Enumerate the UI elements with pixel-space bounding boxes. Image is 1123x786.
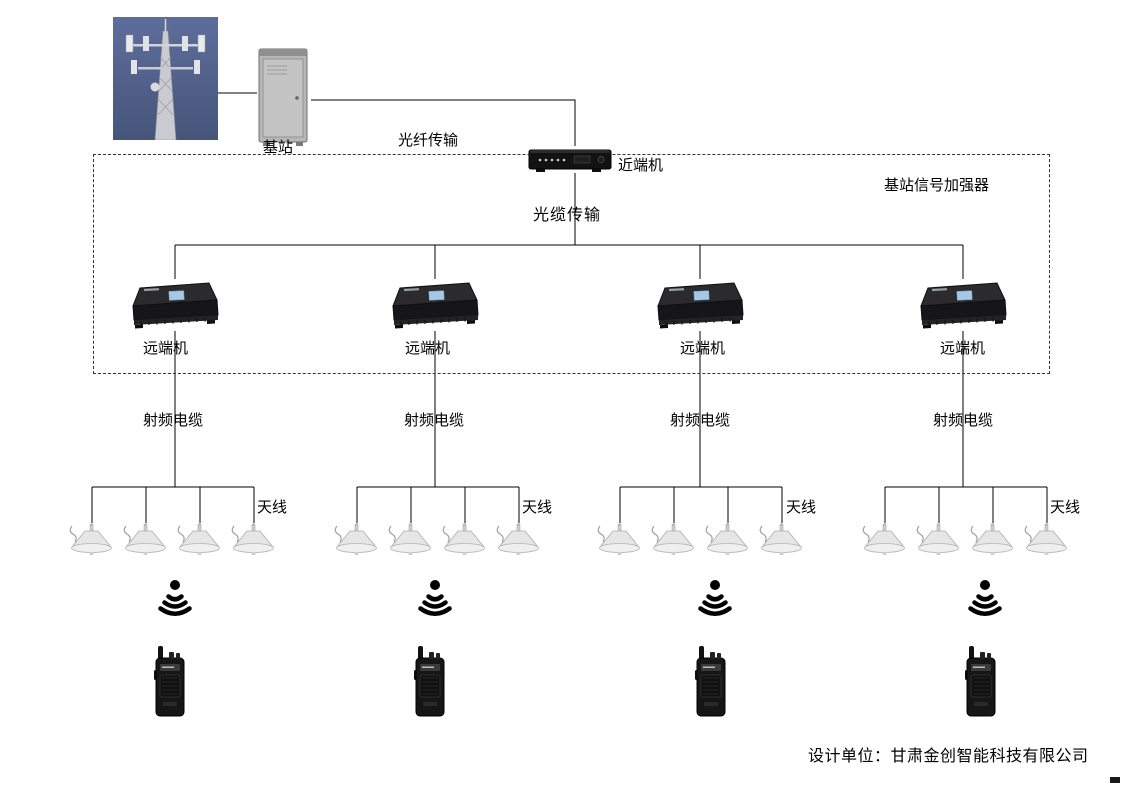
near-end-unit-device bbox=[528, 149, 612, 172]
equipment-cabinet bbox=[258, 48, 308, 146]
ceiling-antenna-icon bbox=[442, 523, 485, 555]
walkie-talkie-icon bbox=[695, 646, 726, 717]
rf-cable-label: 射频电缆 bbox=[670, 413, 731, 429]
designer-footer: 设计单位：甘肃金创智能科技有限公司 bbox=[808, 748, 1089, 765]
ceiling-antenna-icon bbox=[231, 523, 274, 555]
remote-unit-label: 远端机 bbox=[143, 341, 189, 357]
ceiling-antenna-icon bbox=[496, 523, 539, 555]
ceiling-antenna-icon bbox=[862, 523, 905, 555]
walkie-talkie-icon bbox=[154, 646, 185, 717]
rf-cable-label: 射频电缆 bbox=[143, 413, 204, 429]
ceiling-antenna-icon bbox=[705, 523, 748, 555]
remote-unit-label: 远端机 bbox=[680, 341, 726, 357]
booster-box-label: 基站信号加强器 bbox=[884, 178, 990, 194]
fiber-transmission-label: 光纤传输 bbox=[398, 133, 459, 149]
rf-cable-label: 射频电缆 bbox=[933, 413, 994, 429]
signal-waves-icon bbox=[158, 580, 192, 616]
remote-unit-label: 远端机 bbox=[405, 341, 451, 357]
ceiling-antenna-icon bbox=[916, 523, 959, 555]
ceiling-antenna-icon bbox=[69, 523, 112, 555]
antenna-label: 天线 bbox=[257, 500, 288, 516]
remote-unit-device bbox=[132, 282, 219, 329]
antenna-label: 天线 bbox=[1050, 500, 1081, 516]
optical-cable-label: 光缆传输 bbox=[533, 207, 602, 224]
ceiling-antenna-icon bbox=[759, 523, 802, 555]
ceiling-antenna-icon bbox=[970, 523, 1013, 555]
walkie-talkie-icon bbox=[414, 646, 445, 717]
signal-waves-icon bbox=[968, 580, 1002, 616]
ceiling-antenna-icon bbox=[651, 523, 694, 555]
near-end-unit-label: 近端机 bbox=[618, 158, 664, 174]
ceiling-antenna-icon bbox=[177, 523, 220, 555]
page-artifact-mark bbox=[1110, 777, 1120, 783]
rf-cable-label: 射频电缆 bbox=[404, 413, 465, 429]
remote-unit-device bbox=[392, 282, 479, 329]
base-station-label: 基站 bbox=[262, 140, 293, 156]
ceiling-antenna-icon bbox=[334, 523, 377, 555]
ceiling-antenna-icon bbox=[597, 523, 640, 555]
antenna-label: 天线 bbox=[522, 500, 553, 516]
remote-unit-label: 远端机 bbox=[940, 341, 986, 357]
ceiling-antenna-icon bbox=[123, 523, 166, 555]
walkie-talkie-icon bbox=[965, 646, 996, 717]
antenna-label: 天线 bbox=[786, 500, 817, 516]
remote-unit-device bbox=[657, 282, 744, 329]
cell-tower-photo bbox=[113, 17, 218, 140]
ceiling-antenna-icon bbox=[1024, 523, 1067, 555]
signal-waves-icon bbox=[418, 580, 452, 616]
remote-unit-device bbox=[920, 282, 1007, 329]
signal-waves-icon bbox=[698, 580, 732, 616]
ceiling-antenna-icon bbox=[388, 523, 431, 555]
